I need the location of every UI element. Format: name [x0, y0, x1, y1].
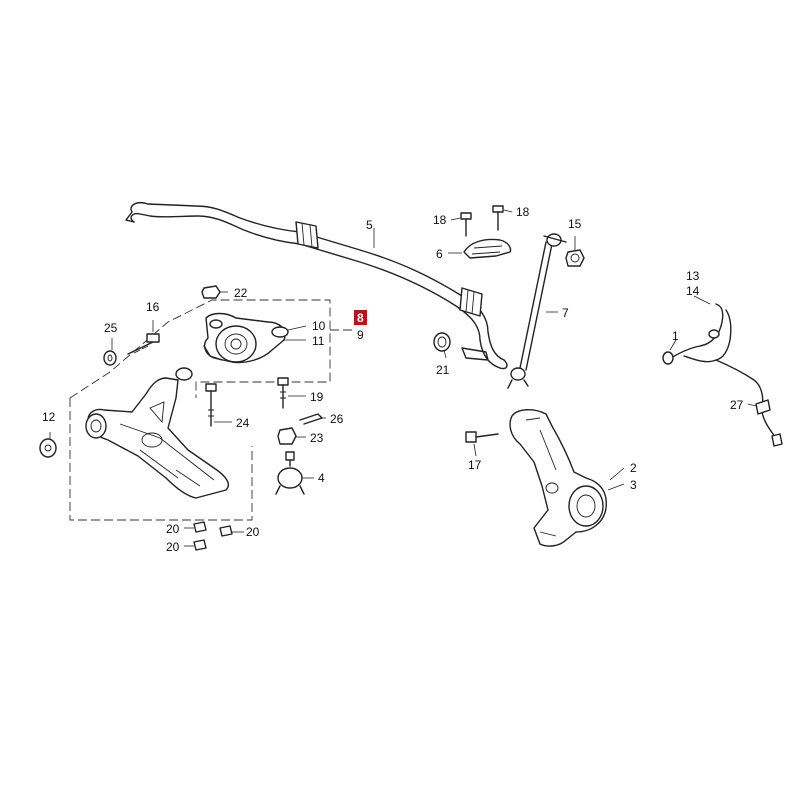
- abs-sensor-harness[interactable]: [662, 303, 783, 447]
- svg-text:12: 12: [42, 410, 56, 424]
- bolt-17[interactable]: [465, 431, 499, 443]
- callout-3[interactable]: 3: [630, 478, 637, 492]
- callout-12[interactable]: 12: [42, 410, 56, 424]
- callout-24[interactable]: 24: [236, 416, 250, 430]
- callout-8-highlighted[interactable]: 8: [354, 310, 367, 325]
- bolt-18b[interactable]: [492, 205, 504, 231]
- svg-text:1: 1: [672, 329, 679, 343]
- svg-text:20: 20: [166, 540, 180, 554]
- svg-text:21: 21: [436, 363, 450, 377]
- callout-10[interactable]: 10: [312, 319, 326, 333]
- svg-text:18: 18: [516, 205, 530, 219]
- leader-lines: [49, 209, 757, 547]
- svg-text:22: 22: [234, 286, 248, 300]
- svg-text:20: 20: [166, 522, 180, 536]
- callout-14[interactable]: 14: [686, 284, 700, 298]
- svg-text:23: 23: [310, 431, 324, 445]
- callout-23[interactable]: 23: [310, 431, 324, 445]
- callout-9[interactable]: 9: [357, 328, 364, 342]
- nut-22[interactable]: [201, 285, 221, 299]
- svg-text:8: 8: [357, 311, 364, 325]
- callout-17[interactable]: 17: [468, 458, 482, 472]
- svg-text:6: 6: [436, 247, 443, 261]
- callout-7[interactable]: 7: [562, 306, 569, 320]
- callout-27[interactable]: 27: [730, 398, 744, 412]
- callout-15[interactable]: 15: [568, 217, 582, 231]
- nut-15[interactable]: [565, 249, 585, 267]
- callout-20b[interactable]: 20: [246, 525, 260, 539]
- stabilizer-link[interactable]: [507, 233, 567, 389]
- svg-text:16: 16: [146, 300, 160, 314]
- lower-arm-assembly-group: [69, 299, 356, 521]
- svg-text:17: 17: [468, 458, 482, 472]
- svg-text:7: 7: [562, 306, 569, 320]
- svg-text:15: 15: [568, 217, 582, 231]
- callout-20a[interactable]: 20: [166, 522, 180, 536]
- bolt-18a[interactable]: [460, 212, 472, 237]
- svg-text:14: 14: [686, 284, 700, 298]
- svg-text:27: 27: [730, 398, 744, 412]
- ball-joint-4[interactable]: [275, 451, 305, 495]
- bushing-21[interactable]: [433, 332, 451, 352]
- bolt-16[interactable]: [127, 333, 160, 355]
- lower-control-arm[interactable]: [85, 367, 230, 499]
- svg-text:19: 19: [310, 390, 324, 404]
- steering-knuckle[interactable]: [509, 409, 607, 547]
- callout-20c[interactable]: 20: [166, 540, 180, 554]
- callout-labels: 1 2 3 4 5 6 7 8 9 10 11 12 13 14 15 16 1…: [42, 205, 744, 554]
- svg-text:4: 4: [318, 471, 325, 485]
- washer-12[interactable]: [39, 438, 57, 458]
- bushing-holder[interactable]: [463, 238, 512, 259]
- callout-6[interactable]: 6: [436, 247, 443, 261]
- callout-8-badge: [354, 310, 367, 325]
- callout-4[interactable]: 4: [318, 471, 325, 485]
- callout-25[interactable]: 25: [104, 321, 118, 335]
- nut-23[interactable]: [277, 427, 297, 445]
- callout-22[interactable]: 22: [234, 286, 248, 300]
- svg-text:26: 26: [330, 412, 344, 426]
- callout-26[interactable]: 26: [330, 412, 344, 426]
- svg-text:13: 13: [686, 269, 700, 283]
- callout-11[interactable]: 11: [312, 334, 325, 348]
- svg-text:9: 9: [357, 328, 364, 342]
- callout-19[interactable]: 19: [310, 390, 324, 404]
- svg-text:18: 18: [433, 213, 447, 227]
- stabilizer-bar[interactable]: [125, 202, 508, 370]
- svg-text:2: 2: [630, 461, 637, 475]
- svg-text:10: 10: [312, 319, 326, 333]
- nuts-20[interactable]: [193, 521, 233, 551]
- svg-text:25: 25: [104, 321, 118, 335]
- callout-1[interactable]: 1: [672, 329, 679, 343]
- callout-13[interactable]: 13: [686, 269, 700, 283]
- callout-2[interactable]: 2: [630, 461, 637, 475]
- svg-text:3: 3: [630, 478, 637, 492]
- compliance-bushing[interactable]: [203, 312, 289, 364]
- callout-16[interactable]: 16: [146, 300, 160, 314]
- callout-18a[interactable]: 18: [433, 213, 447, 227]
- svg-text:24: 24: [236, 416, 250, 430]
- callout-18b[interactable]: 18: [516, 205, 530, 219]
- washer-25[interactable]: [103, 350, 117, 366]
- bolt-19[interactable]: [277, 377, 289, 409]
- svg-text:20: 20: [246, 525, 260, 539]
- clip-26[interactable]: [299, 413, 323, 425]
- callout-21[interactable]: 21: [436, 363, 450, 377]
- bolt-24[interactable]: [205, 383, 217, 427]
- svg-text:11: 11: [312, 334, 325, 348]
- callout-5[interactable]: 5: [366, 218, 373, 232]
- svg-text:5: 5: [366, 218, 373, 232]
